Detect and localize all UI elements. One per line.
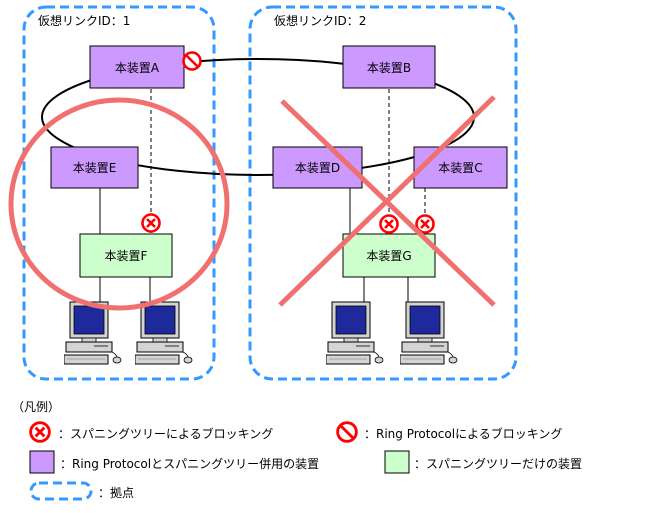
highlight-circle [8, 97, 230, 311]
legend-stp-blocking-icon [29, 421, 51, 443]
computer-icon [64, 301, 122, 365]
cross-out-mark [278, 95, 496, 307]
legend-title: （凡例） [12, 400, 61, 414]
device-b-label: 本装置B [366, 61, 412, 75]
device-c-label: 本装置C [438, 161, 483, 175]
device-d [272, 146, 363, 189]
site-1-boundary [22, 5, 216, 381]
site-2-boundary [248, 5, 518, 381]
device-e-label: 本装置E [72, 161, 117, 175]
legend-ring-device-label: ：Ring Protocolとスパニングツリー併用の装置 [60, 457, 320, 471]
site-1-label: 仮想リンクID：1 [38, 14, 131, 28]
stp-blocking-icon [379, 214, 399, 234]
computer-icon [326, 301, 384, 365]
legend-ring-blocking-icon [336, 421, 358, 443]
legend-ring-blocking-label: ：Ring Protocolによるブロッキング [364, 427, 563, 441]
device-b [342, 45, 436, 89]
legend-stp-blocking-label: ：スパニングツリーによるブロッキング [58, 427, 274, 441]
device-f [79, 233, 173, 278]
legend-site-swatch [29, 481, 93, 501]
device-g-label: 本装置G [366, 249, 412, 263]
site-2-label: 仮想リンクID：2 [274, 14, 367, 28]
device-c [413, 146, 508, 189]
ring-blocking-icon [182, 51, 202, 71]
device-g [342, 233, 436, 278]
device-d-label: 本装置D [294, 161, 341, 175]
device-e [50, 146, 139, 189]
computer-icon [135, 301, 193, 365]
device-a [89, 45, 185, 89]
legend-site-label: ：拠点 [98, 486, 135, 500]
device-a-label: 本装置A [114, 61, 160, 75]
legend-ring-device-swatch [29, 450, 55, 474]
computer-icon [400, 301, 458, 365]
legend-stp-device-swatch [384, 450, 410, 474]
stp-blocking-icon [141, 213, 161, 233]
device-f-label: 本装置F [104, 249, 148, 263]
legend-stp-device-label: ：スパニングツリーだけの装置 [414, 457, 583, 471]
